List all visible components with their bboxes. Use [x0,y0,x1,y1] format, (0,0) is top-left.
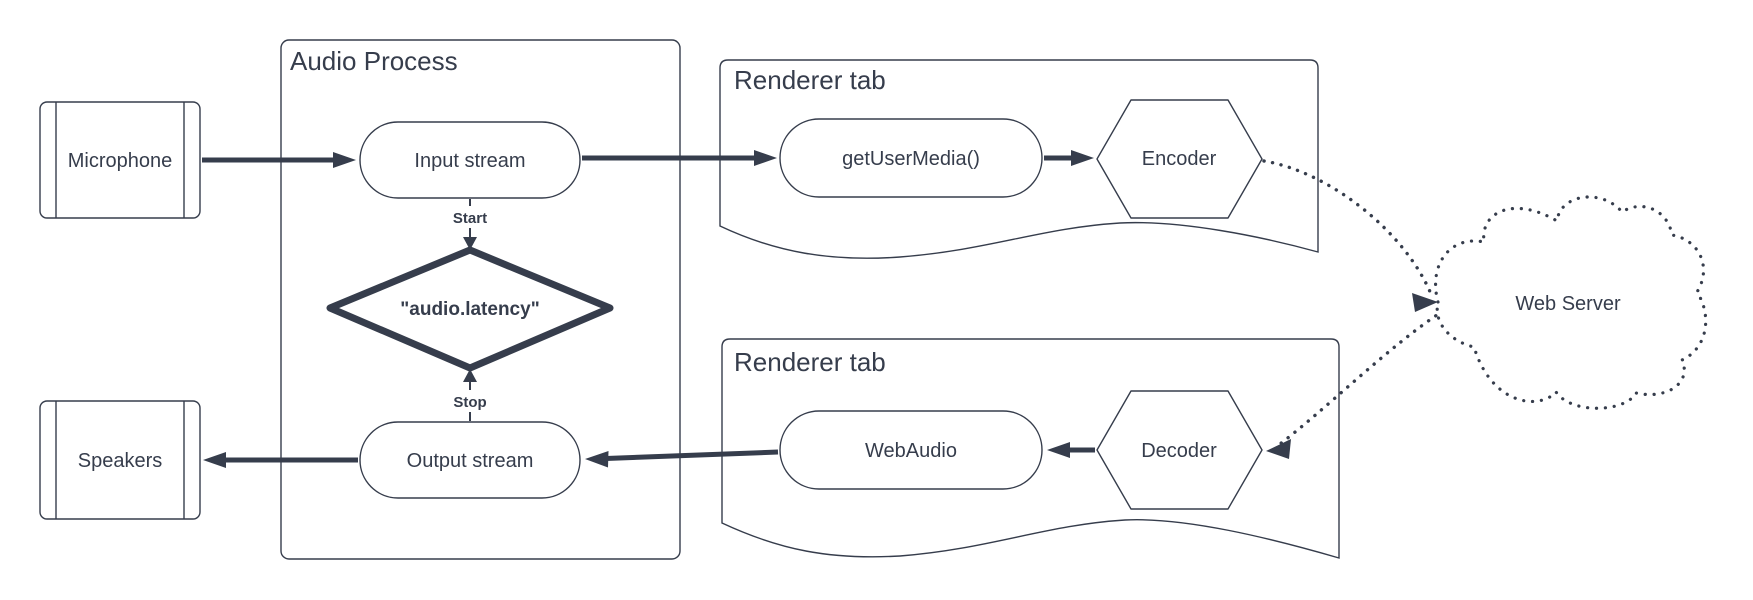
getusermedia-border [779,118,1043,198]
web-server-cloud: Web Server [1434,195,1708,410]
speakers-border [39,400,201,520]
input-stream-label: Input stream [414,150,525,172]
webaudio-label: WebAudio [865,440,957,462]
decoder-to-webaudio-arrow [1047,442,1095,458]
microphone-node: Microphone [39,101,201,219]
getusermedia-label: getUserMedia() [842,148,980,170]
latency-decision-node: "audio.latency" [326,246,614,372]
audio-process-title: Audio Process [290,46,458,76]
mic-to-input-arrowhead [333,152,356,168]
getusermedia-to-encoder-arrow [1044,150,1094,166]
webaudio-node: WebAudio [779,410,1043,490]
web-server-label: Web Server [1515,293,1621,315]
input-stream-border [359,121,581,199]
start-label-bg [444,206,496,228]
output-to-speakers-arrowhead [203,452,226,468]
webserver-to-decoder-arrowhead [1266,439,1291,459]
webaudio-to-output-line [605,449,779,461]
encoder-to-webserver-arrowhead [1412,293,1438,312]
webserver-to-decoder-path [1274,309,1445,449]
encoder-to-webserver-path [1262,159,1433,296]
input-stream-node: Input stream [359,121,581,199]
encoder-node: Encoder [1096,99,1263,219]
latency-decision-label: "audio.latency" [400,299,539,320]
encoder-to-webserver-edge [1262,159,1438,312]
encoder-border [1096,99,1263,219]
stop-edge-arrowhead [463,369,477,382]
decoder-node: Decoder [1096,390,1263,510]
mic-to-input-arrow [202,152,356,168]
speakers-label: Speakers [78,450,163,472]
output-to-speakers-arrow [203,452,358,468]
renderer-tab-top-title: Renderer tab [734,65,886,95]
stop-label-bg [446,390,494,412]
microphone-label: Microphone [68,150,173,172]
stop-label: Stop [453,394,486,411]
start-label: Start [453,210,487,227]
decoder-to-webaudio-arrowhead [1047,442,1070,458]
latency-decision-border [326,246,614,372]
webaudio-to-output-arrowhead [585,451,609,468]
microphone-border [39,101,201,219]
getusermedia-to-encoder-arrowhead [1071,150,1094,166]
input-to-latency-edge: Start [444,199,496,250]
input-to-getusermedia-arrowhead [754,150,777,166]
output-stream-label: Output stream [407,450,534,472]
output-to-latency-edge: Stop [446,369,494,421]
web-server-border [1434,195,1708,410]
webaudio-border [779,410,1043,490]
decoder-label: Decoder [1141,440,1217,462]
output-stream-border [359,421,581,499]
start-edge-arrowhead [463,237,477,250]
getusermedia-node: getUserMedia() [779,118,1043,198]
webserver-to-decoder-edge [1266,309,1445,459]
webaudio-to-output-arrow [585,449,779,468]
input-to-getusermedia-arrow [582,150,777,166]
decoder-border [1096,390,1263,510]
encoder-label: Encoder [1142,148,1217,170]
output-stream-node: Output stream [359,421,581,499]
speakers-node: Speakers [39,400,201,520]
renderer-tab-bottom-title: Renderer tab [734,347,886,377]
